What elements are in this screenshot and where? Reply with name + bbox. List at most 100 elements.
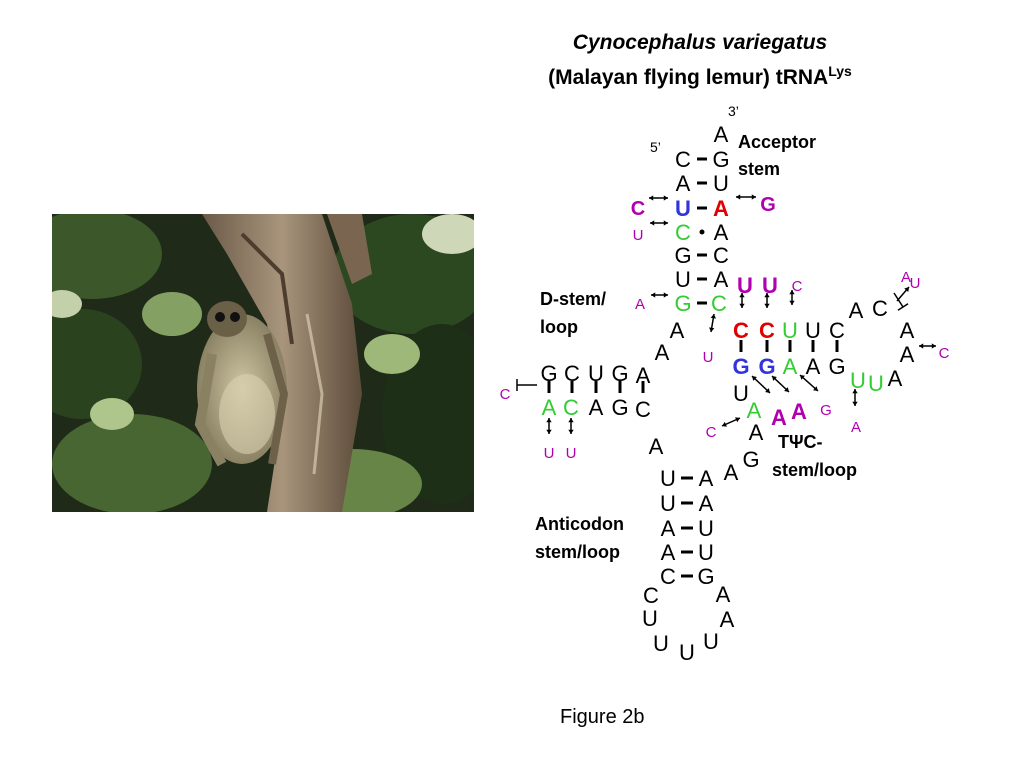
nucleotide-63: A	[791, 399, 807, 424]
nucleotide-28: U	[660, 466, 676, 491]
arrow-u-a-right-head-b	[852, 401, 858, 406]
variant-3: A	[635, 296, 645, 313]
arrow-diag-1-head-a	[752, 376, 757, 381]
nucleotide-8: A	[714, 220, 729, 245]
nucleotide-47: A	[749, 420, 764, 445]
nucleotide-34: A	[661, 540, 676, 565]
nucleotide-39: U	[642, 606, 658, 631]
nucleotide-68: U	[850, 368, 866, 393]
nucleotide-64: A	[849, 298, 864, 323]
nucleotide-18: G	[611, 361, 628, 386]
arrow-diag-3-head-b	[813, 386, 818, 391]
nucleotide-51: C	[759, 318, 775, 343]
arrow-c-u-dloop-head-a	[568, 418, 574, 423]
lemur	[194, 301, 289, 467]
arrow-a-u-dloop-head-a	[546, 418, 552, 423]
nucleotide-40: U	[653, 631, 669, 656]
arrow-c-u-left-head-b	[709, 327, 715, 332]
arrow-u-c-right-head-a	[919, 343, 924, 349]
arrow-a-g-head-a	[736, 194, 741, 200]
nucleotide-36: C	[660, 564, 676, 589]
nucleotide-61: A	[747, 398, 762, 423]
arrow-a-g-dstem-head-b	[663, 292, 668, 298]
nucleotide-48: U	[737, 273, 753, 298]
nucleotide-65: C	[872, 296, 888, 321]
nucleotide-60: U	[733, 381, 749, 406]
arrow-c-u-tloop-head-b	[789, 300, 795, 305]
arrow-u-c-tloop-1-head-a	[739, 293, 745, 298]
nucleotide-53: U	[805, 318, 821, 343]
tpsic-label-2: stem/loop	[772, 460, 857, 480]
nucleotide-25: G	[611, 395, 628, 420]
nucleotide-50: C	[733, 318, 749, 343]
nucleotide-14: C	[711, 291, 727, 316]
nucleotide-43: A	[720, 607, 735, 632]
nucleotide-67: A	[900, 342, 915, 367]
arrow-u-c-tloop-2-head-a	[764, 293, 770, 298]
flying-lemur-photo	[52, 214, 474, 512]
arrow-diag-3-head-a	[800, 375, 805, 380]
anticodon-label-1: Anticodon	[535, 514, 624, 534]
nucleotide-7: C	[675, 220, 691, 245]
nucleotide-12: A	[714, 267, 729, 292]
nucleotide-15: A	[670, 318, 685, 343]
nucleotide-38: C	[643, 583, 659, 608]
nucleotide-26: C	[635, 397, 651, 422]
nucleotide-29: A	[699, 466, 714, 491]
nucleotide-45: A	[724, 460, 739, 485]
tpsic-label-1: TΨC-	[778, 432, 823, 452]
nucleotide-59: G	[828, 354, 845, 379]
arrow-c-u-tloop-head-a	[789, 290, 795, 295]
nucleotide-5: U	[675, 196, 691, 221]
acceptor-label-2: stem	[738, 159, 780, 179]
dstem-label-2: loop	[540, 317, 578, 337]
anticodon-label-2: stem/loop	[535, 542, 620, 562]
trna-superscript: Lys	[828, 63, 852, 79]
arrow-c-u-dloop-head-b	[568, 429, 574, 434]
arrow-u-c-right-head-b	[931, 343, 936, 349]
nucleotide-41: U	[679, 640, 695, 665]
arrow-a-u-tloop-head-b	[735, 417, 740, 423]
arrow-u-c-head-b	[663, 220, 668, 226]
nucleotide-44: A	[716, 582, 731, 607]
arrow-diag-2-head-b	[784, 387, 789, 392]
nucleotide-54: C	[829, 318, 845, 343]
block-end-acceptor-bar	[897, 303, 909, 311]
nucleotide-52: U	[782, 318, 798, 343]
nucleotide-23: C	[563, 395, 579, 420]
nucleotide-62: A	[771, 405, 787, 430]
arrow-c-u-head-b	[663, 195, 668, 201]
nucleotide-24: A	[589, 395, 604, 420]
arrow-u-c-tloop-1-head-b	[739, 303, 745, 308]
figure-caption: Figure 2b	[560, 706, 645, 728]
variant-10: A	[901, 269, 911, 286]
nucleotide-10: C	[713, 243, 729, 268]
variant-13: G	[820, 402, 832, 419]
figure-title: Cynocephalus variegatus (Malayan flying …	[440, 28, 960, 92]
variant-11: C	[706, 424, 717, 441]
wobble-pair-dot	[699, 229, 705, 235]
arrow-c-u-head-a	[649, 195, 654, 201]
nucleotide-49: U	[762, 273, 778, 298]
common-name-trna: (Malayan flying lemur) tRNA	[548, 66, 829, 89]
nucleotide-13: G	[674, 291, 691, 316]
arrow-a-g-head-b	[751, 194, 756, 200]
nucleotide-46: G	[742, 447, 759, 472]
nucleotide-69: U	[868, 371, 884, 396]
arrow-u-c-tloop-2-head-b	[764, 303, 770, 308]
arrow-diag-2-head-a	[772, 376, 777, 381]
dstem-label-1: D-stem/	[540, 289, 606, 309]
nucleotide-70: A	[888, 366, 903, 391]
nucleotide-4: U	[713, 171, 729, 196]
arrow-u-a-right-head-a	[852, 389, 858, 394]
nucleotide-19: U	[588, 361, 604, 386]
variant-2: U	[633, 227, 644, 244]
nucleotide-17: A	[636, 363, 651, 388]
variant-8: C	[939, 345, 950, 362]
nucleotide-1: C	[675, 147, 691, 172]
nucleotide-30: U	[660, 491, 676, 516]
nucleotide-21: G	[540, 361, 557, 386]
nucleotide-16: A	[655, 340, 670, 365]
